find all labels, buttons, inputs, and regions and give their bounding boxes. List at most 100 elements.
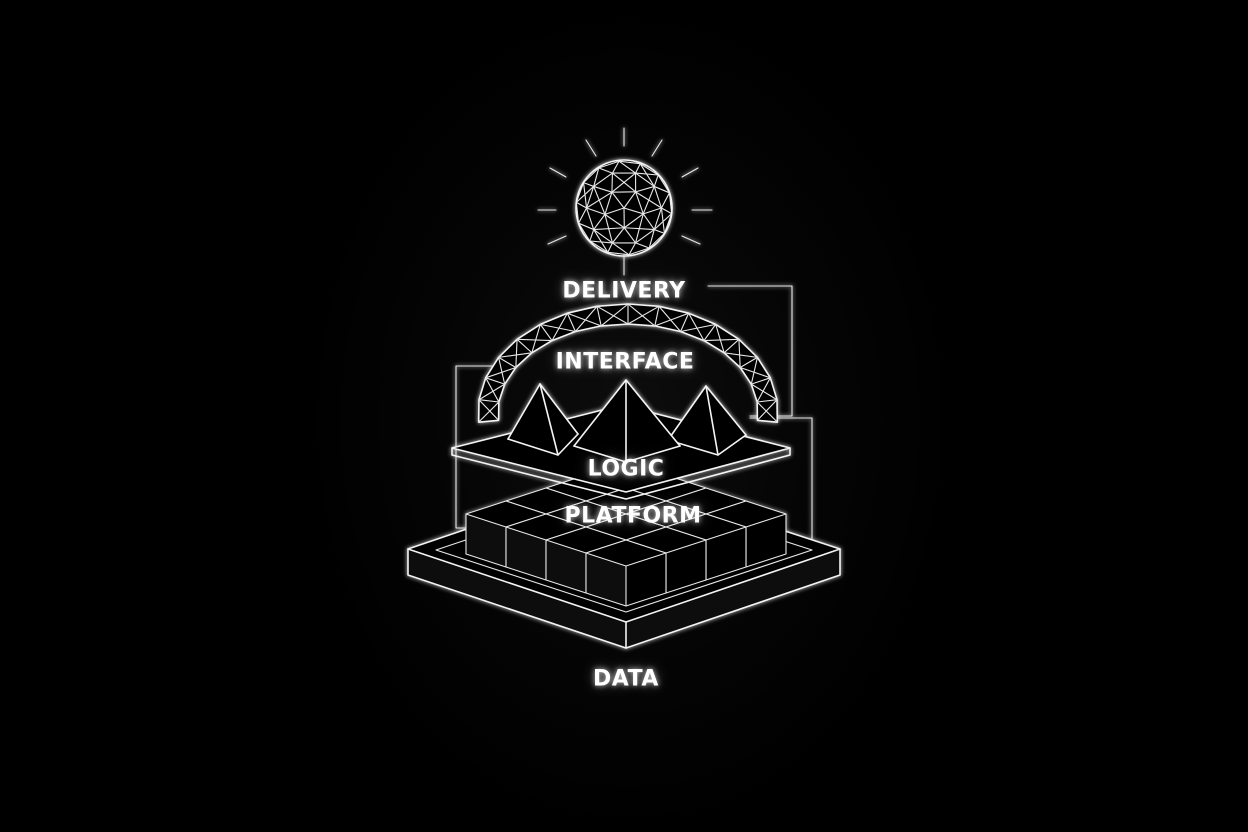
geodesic-sphere-icon	[537, 127, 713, 257]
arch-rung	[723, 338, 740, 354]
sphere-edge	[628, 247, 650, 256]
sphere-edge	[642, 213, 655, 231]
arch-rung	[703, 323, 717, 342]
arch-strut	[703, 338, 740, 342]
sphere-edge	[611, 160, 620, 174]
sphere-edge	[578, 222, 595, 231]
arch-strut	[566, 312, 602, 327]
arch-strut	[551, 312, 568, 342]
sphere-edge	[653, 207, 662, 231]
sphere-edge	[635, 172, 659, 176]
arch-rung	[478, 399, 500, 403]
sphere-edge	[653, 229, 665, 234]
sun-ray	[547, 235, 567, 245]
arch-rung	[539, 323, 553, 342]
arch-rung	[485, 377, 506, 385]
sphere-edge	[660, 207, 665, 234]
sphere-edge	[589, 229, 595, 242]
sphere-edge	[623, 207, 644, 215]
arch-strut	[688, 312, 705, 342]
arch-strut	[627, 305, 660, 325]
sphere-edge	[589, 240, 609, 253]
arch-strut	[485, 366, 517, 379]
logic-label: LOGIC	[587, 456, 665, 482]
sphere-edge	[611, 172, 637, 193]
sphere-edge	[607, 251, 630, 256]
arch-rung	[654, 305, 660, 327]
arch-strut	[756, 401, 778, 423]
arch-strut	[531, 323, 541, 354]
arch-rung	[680, 312, 690, 333]
cube-right-face	[666, 540, 706, 593]
arch-strut	[658, 305, 682, 333]
sphere-edge	[598, 167, 613, 174]
arch-strut	[680, 323, 717, 333]
sphere-edge	[611, 227, 625, 244]
sphere-edge	[583, 182, 595, 187]
platform-label: PLATFORM	[564, 503, 702, 529]
arch-strut	[574, 305, 598, 333]
sphere-edge	[660, 207, 673, 215]
sphere-edge	[635, 242, 650, 249]
arch-strut	[627, 303, 656, 327]
arch-rung	[498, 356, 517, 369]
sphere-edge	[635, 191, 644, 215]
sphere-edge	[593, 185, 613, 193]
arch-strut	[478, 401, 500, 423]
sphere-edge	[583, 167, 600, 184]
sphere-edge	[593, 185, 606, 215]
mesh-arch-icon	[477, 303, 779, 424]
arch-strut	[596, 305, 629, 325]
sphere-edge	[635, 213, 644, 244]
sphere-edge	[635, 163, 641, 174]
arch-strut	[478, 399, 500, 421]
sun-ray	[681, 235, 701, 245]
platform-cube	[585, 539, 667, 607]
sphere-edge	[586, 207, 606, 215]
arch-rung	[739, 356, 758, 369]
sphere-edge	[575, 201, 588, 209]
sphere-edge	[623, 227, 637, 244]
sphere-edge	[583, 182, 588, 209]
sphere-edge	[604, 213, 625, 229]
sphere-edge	[648, 232, 665, 249]
arch-strut	[750, 356, 758, 385]
sphere-edge	[598, 160, 620, 169]
arch-strut	[539, 323, 576, 333]
sphere-edge	[623, 213, 644, 229]
sphere-edge	[586, 207, 595, 231]
pyramids-icon	[451, 379, 791, 500]
arch-strut	[756, 377, 771, 403]
arch-strut	[715, 323, 725, 354]
cube-left-face	[506, 527, 546, 580]
sphere-edge	[660, 192, 670, 209]
sun-ray	[651, 139, 663, 157]
sphere-edge	[593, 227, 625, 231]
sphere-edge	[653, 185, 670, 194]
sphere-edge	[611, 191, 625, 209]
sphere-edge	[648, 229, 655, 249]
arch-strut	[739, 366, 771, 379]
sun-ray	[681, 167, 699, 178]
sphere-edge	[618, 160, 637, 174]
arch-rung	[516, 338, 533, 354]
sphere-edge	[628, 242, 637, 256]
sphere-edge	[618, 160, 641, 165]
arch-rung	[756, 399, 778, 403]
arch-rung	[596, 305, 602, 327]
cube-left-face	[546, 540, 586, 593]
arch-strut	[515, 338, 518, 369]
sphere-edge	[642, 207, 662, 215]
interface-label: INTERFACE	[555, 349, 695, 375]
sphere-edge	[635, 185, 655, 193]
arch-strut	[516, 338, 553, 342]
sphere-edge	[635, 229, 655, 244]
cube-right-face	[746, 514, 786, 567]
sphere-edge	[635, 172, 655, 187]
arch-strut	[485, 377, 500, 403]
cube-right-face	[706, 527, 746, 580]
arch-rung	[566, 312, 576, 333]
arch-strut	[498, 356, 506, 385]
sphere-edge	[589, 240, 613, 244]
